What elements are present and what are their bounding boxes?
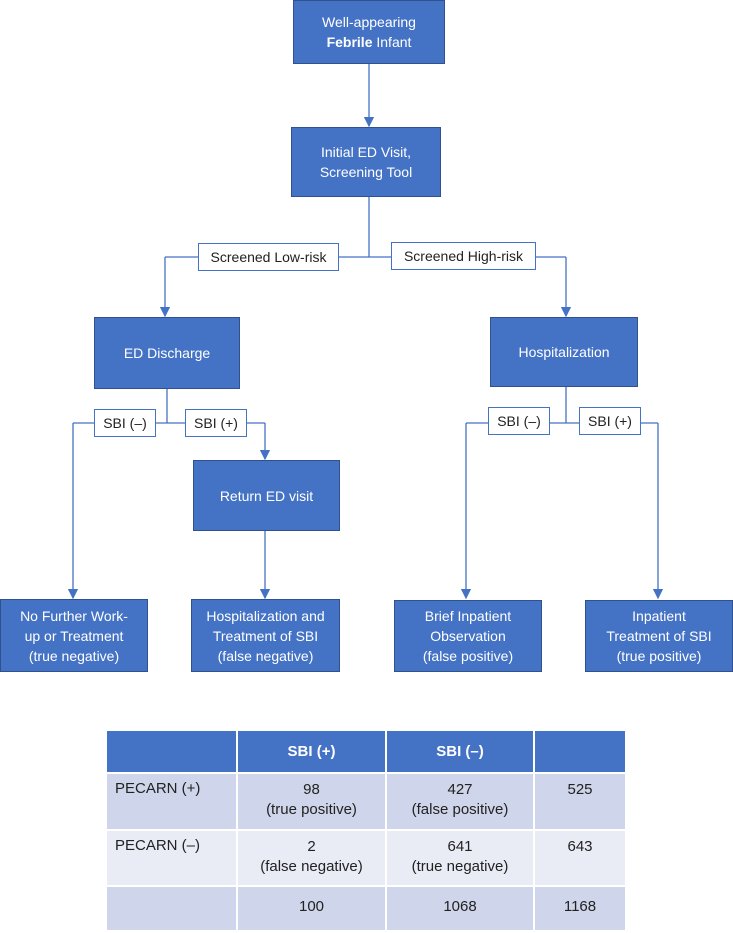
table-cell: 641 (true negative) <box>386 829 535 886</box>
sbi-positive-left-label: SBI (+) <box>185 409 247 437</box>
cell-value: 2 <box>307 838 316 855</box>
outcome-line: Brief Inpatient <box>424 608 512 624</box>
table-header-row: SBI (+) SBI (–) <box>107 731 625 773</box>
sbi-negative-right-label: SBI (–) <box>488 407 550 435</box>
table-cell-total: 525 <box>534 772 625 830</box>
root-line2: Febrile Infant <box>327 32 412 52</box>
row-label: PECARN (–) <box>107 829 238 886</box>
cell-note: (false negative) <box>260 858 363 875</box>
cell-note: (true positive) <box>266 801 357 818</box>
ed-discharge-box: ED Discharge <box>94 317 240 389</box>
confusion-table: SBI (+) SBI (–) PECARN (+) 98 (true posi… <box>107 731 625 930</box>
outcome-line: Inpatient <box>632 608 686 624</box>
cell-value: 641 <box>447 838 473 855</box>
table-cell-total: 643 <box>534 829 625 886</box>
outcome-line: (false negative) <box>217 647 314 664</box>
table-cell: 98 (true positive) <box>237 772 387 830</box>
outcome-line: Treatment of SBI <box>212 627 319 644</box>
outcome-false-positive-box: Brief Inpatient Observation (false posit… <box>394 600 542 672</box>
outcome-line: up or Treatment <box>24 627 124 644</box>
table-cell-total: 100 <box>237 885 387 930</box>
screening-box: Initial ED Visit, Screening Tool <box>291 127 441 197</box>
low-risk-label: Screened Low-risk <box>198 243 339 271</box>
table-cell-total: 1168 <box>534 885 625 930</box>
outcome-line: No Further Work- <box>20 607 128 624</box>
return-ed-visit-box: Return ED visit <box>193 460 340 531</box>
cell-value: 98 <box>303 781 320 798</box>
outcome-true-positive-box: Inpatient Treatment of SBI (true positiv… <box>585 600 733 672</box>
outcome-line: Treatment of SBI <box>606 628 712 644</box>
table-header-cell <box>534 731 625 773</box>
outcome-line: (true positive) <box>616 648 702 664</box>
root-bold-word: Febrile <box>326 34 373 50</box>
cell-value: 427 <box>447 781 473 798</box>
table-header-cell: SBI (–) <box>386 731 535 773</box>
screening-line2: Screening Tool <box>319 164 413 180</box>
table-cell: 427 (false positive) <box>386 772 535 830</box>
sbi-positive-right-label: SBI (+) <box>579 407 641 435</box>
hospitalization-box: Hospitalization <box>490 317 638 387</box>
row-label <box>107 885 238 930</box>
cell-note: (true negative) <box>411 858 509 875</box>
table-row: 100 1068 1168 <box>107 885 625 930</box>
row-label: PECARN (+) <box>107 772 238 830</box>
outcome-line: Observation <box>430 628 506 644</box>
table-header-cell <box>107 731 238 773</box>
cell-note: (false positive) <box>411 801 509 818</box>
screening-line1: Initial ED Visit, <box>321 144 411 160</box>
high-risk-label: Screened High-risk <box>391 242 536 270</box>
table-header-cell: SBI (+) <box>237 731 387 773</box>
sbi-negative-left-label: SBI (–) <box>94 409 156 437</box>
root-line2-rest: Infant <box>372 34 412 50</box>
table-cell-total: 1068 <box>386 885 535 930</box>
table-row: PECARN (+) 98 (true positive) 427 (false… <box>107 772 625 830</box>
outcome-line: Hospitalization and <box>206 607 325 624</box>
root-box: Well-appearing Febrile Infant <box>293 0 445 64</box>
outcome-false-negative-box: Hospitalization and Treatment of SBI (fa… <box>191 599 340 672</box>
outcome-line: (true negative) <box>28 647 120 664</box>
table-cell: 2 (false negative) <box>237 829 387 886</box>
root-line1: Well-appearing <box>322 14 416 30</box>
outcome-true-negative-box: No Further Work- up or Treatment (true n… <box>0 599 148 672</box>
table-row: PECARN (–) 2 (false negative) 641 (true … <box>107 829 625 886</box>
outcome-line: (false positive) <box>422 648 514 664</box>
